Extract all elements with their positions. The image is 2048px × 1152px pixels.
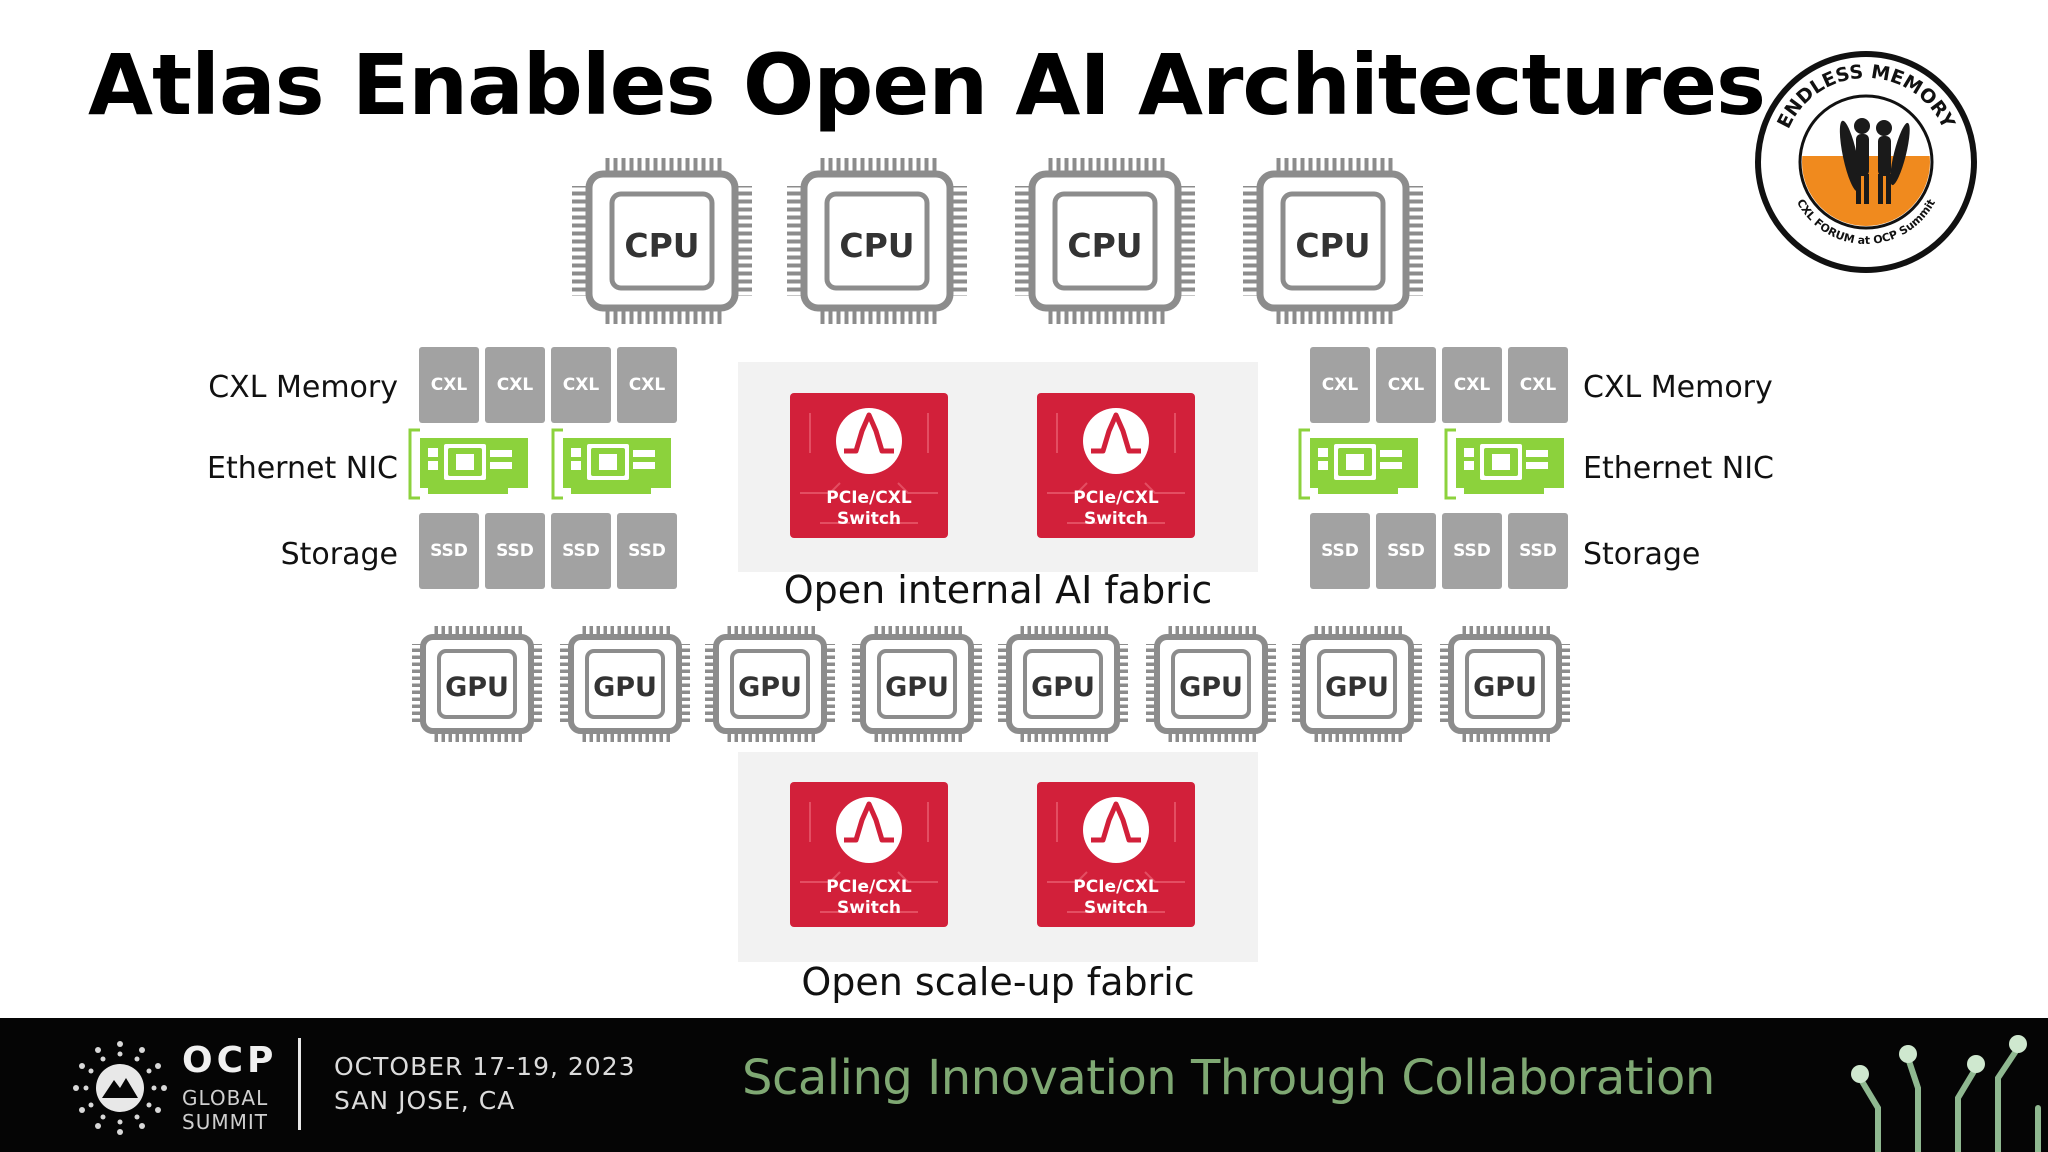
svg-text:CPU: CPU [624,226,699,265]
gpu-chip: GPU [1146,626,1276,742]
right-storage-label: Storage [1583,537,1701,572]
svg-text:Switch: Switch [837,898,901,918]
left-ethernet-nic-label: Ethernet NIC [206,451,398,486]
ethernet-nic-card-icon [1444,428,1564,500]
svg-text:GPU: GPU [445,672,509,703]
svg-text:PCIe/CXL: PCIe/CXL [826,877,912,897]
gpu-chip: GPU [1292,626,1422,742]
left-cxl-memory-label: CXL Memory [208,370,398,405]
svg-text:GPU: GPU [885,672,949,703]
svg-text:CPU: CPU [839,226,914,265]
ssd-storage-module: SSD [551,513,611,589]
svg-text:GPU: GPU [1031,672,1095,703]
svg-text:GPU: GPU [593,672,657,703]
ethernet-nic-card-icon [551,428,671,500]
svg-text:PCIe/CXL: PCIe/CXL [1073,488,1159,508]
right-cxl-memory-label: CXL Memory [1583,370,1773,405]
event-location: SAN JOSE, CA [334,1086,516,1115]
pcie-cxl-switch: PCIe/CXL Switch [1037,393,1195,538]
scaleup-fabric-caption: Open scale-up fabric [801,960,1195,1004]
ethernet-nic-card-icon [408,428,528,500]
svg-text:Switch: Switch [1084,509,1148,529]
ssd-storage-module: SSD [1508,513,1568,589]
ocp-logo-global: GLOBAL [182,1086,269,1110]
gpu-chip: GPU [998,626,1128,742]
ethernet-nic-card-icon [1298,428,1418,500]
svg-text:CPU: CPU [1067,226,1142,265]
ocp-sunburst-logo-icon [73,1041,167,1135]
right-ethernet-nic-label: Ethernet NIC [1583,451,1775,486]
cxl-memory-module: CXL [1508,347,1568,423]
cxl-memory-module: CXL [1376,347,1436,423]
svg-text:GPU: GPU [738,672,802,703]
ssd-storage-module: SSD [1310,513,1370,589]
gpu-chip: GPU [1440,626,1570,742]
cxl-memory-module: CXL [617,347,677,423]
cpu-chip: CPU [787,158,967,324]
pcie-cxl-switch: PCIe/CXL Switch [1037,782,1195,927]
svg-text:PCIe/CXL: PCIe/CXL [826,488,912,508]
cxl-memory-module: CXL [1442,347,1502,423]
gpu-chip: GPU [560,626,690,742]
pcie-cxl-switch: PCIe/CXL Switch [790,393,948,538]
cxl-memory-module: CXL [419,347,479,423]
cxl-memory-module: CXL [485,347,545,423]
endless-memory-badge-icon: ENDLESS MEMORY CXL FORUM at OCP Summit [1755,51,1977,273]
ocp-logo-summit: SUMMIT [182,1110,268,1134]
left-storage-label: Storage [280,537,398,572]
ssd-storage-module: SSD [419,513,479,589]
svg-text:GPU: GPU [1473,672,1537,703]
cpu-chip: CPU [1243,158,1423,324]
svg-text:GPU: GPU [1179,672,1243,703]
gpu-chip: GPU [412,626,542,742]
ssd-storage-module: SSD [1442,513,1502,589]
pcie-cxl-switch: PCIe/CXL Switch [790,782,948,927]
ssd-storage-module: SSD [1376,513,1436,589]
footer-bar: OCP GLOBAL SUMMIT OCTOBER 17-19, 2023 SA… [0,1018,2048,1152]
ssd-storage-module: SSD [485,513,545,589]
svg-text:Switch: Switch [1084,898,1148,918]
svg-text:PCIe/CXL: PCIe/CXL [1073,877,1159,897]
cpu-chip: CPU [572,158,752,324]
cxl-memory-module: CXL [551,347,611,423]
footer-tagline: Scaling Innovation Through Collaboration [742,1050,1715,1106]
circuit-decoration-icon [1851,1035,2041,1152]
svg-text:GPU: GPU [1325,672,1389,703]
ssd-storage-module: SSD [617,513,677,589]
footer-divider [298,1038,301,1130]
event-date: OCTOBER 17-19, 2023 [334,1052,636,1081]
gpu-chip: GPU [705,626,835,742]
svg-text:Switch: Switch [837,509,901,529]
gpu-chip: GPU [852,626,982,742]
slide-title: Atlas Enables Open AI Architectures [88,36,1766,134]
svg-text:CPU: CPU [1295,226,1370,265]
internal-fabric-caption: Open internal AI fabric [783,568,1213,612]
ocp-logo-text: OCP [182,1040,278,1081]
cxl-memory-module: CXL [1310,347,1370,423]
cpu-chip: CPU [1015,158,1195,324]
